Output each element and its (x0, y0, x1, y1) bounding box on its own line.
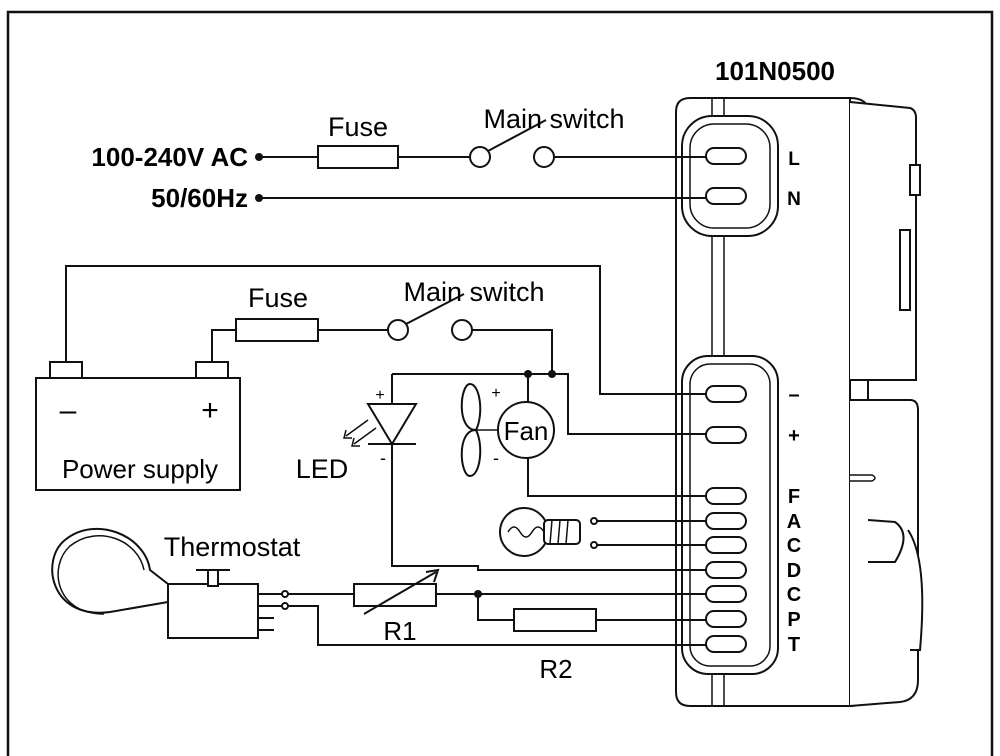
terminal-label-a: A (787, 511, 801, 533)
resistor-r1 (353, 568, 440, 615)
thermostat-unit (167, 569, 289, 639)
fan-plus: + (491, 385, 500, 402)
fuse-dc-label: Fuse (248, 283, 308, 313)
resistor-r2 (513, 608, 597, 632)
terminal-label-c2: C (787, 584, 801, 606)
terminal-label-t: T (788, 634, 800, 656)
model-number: 101N0500 (715, 56, 835, 86)
junction-dot (474, 590, 482, 598)
power-supply-plus: + (201, 394, 219, 427)
supply-frequency-label: 50/60Hz (151, 183, 248, 213)
main-switch-ac-label: Main switch (483, 104, 624, 134)
led-minus: - (380, 448, 386, 468)
led-label: LED (296, 454, 349, 484)
r1-label: R1 (383, 616, 416, 646)
terminal-label-minus: – (788, 384, 799, 406)
junction-dot (548, 370, 556, 378)
main-switch-dc-label: Main switch (403, 277, 544, 307)
lamp-bulb (499, 507, 598, 557)
fuse-ac (317, 145, 399, 169)
supply-voltage-label: 100-240V AC (91, 142, 248, 172)
led-diode (343, 403, 418, 447)
fan-motor (460, 382, 555, 478)
power-supply-label: Power supply (62, 454, 218, 484)
terminal-label-n: N (787, 189, 801, 210)
r2-label: R2 (539, 654, 572, 684)
fuse-ac-label: Fuse (328, 112, 388, 142)
wires (51, 156, 706, 646)
terminal-dot-ac-frequency (255, 194, 263, 202)
thermostat-label: Thermostat (164, 532, 301, 562)
junction-dot (524, 370, 532, 378)
main-switch-ac (469, 119, 555, 168)
power-supply (35, 361, 241, 491)
fan-label: Fan (504, 416, 549, 446)
led-plus: + (375, 387, 384, 404)
fuse-dc (235, 318, 319, 342)
controller-unit (675, 97, 924, 707)
power-supply-minus: – (60, 394, 77, 427)
terminal-label-c: C (787, 535, 801, 557)
fan-minus: - (493, 448, 499, 468)
terminal-label-plus: + (788, 425, 800, 447)
terminal-label-p: P (787, 609, 800, 631)
terminal-dot-ac-voltage (255, 153, 263, 161)
terminal-label-f: F (788, 486, 800, 508)
main-switch-dc (387, 293, 473, 341)
terminal-label-d: D (787, 560, 801, 582)
terminal-label-l: L (788, 149, 800, 170)
diagram-frame (6, 10, 994, 756)
